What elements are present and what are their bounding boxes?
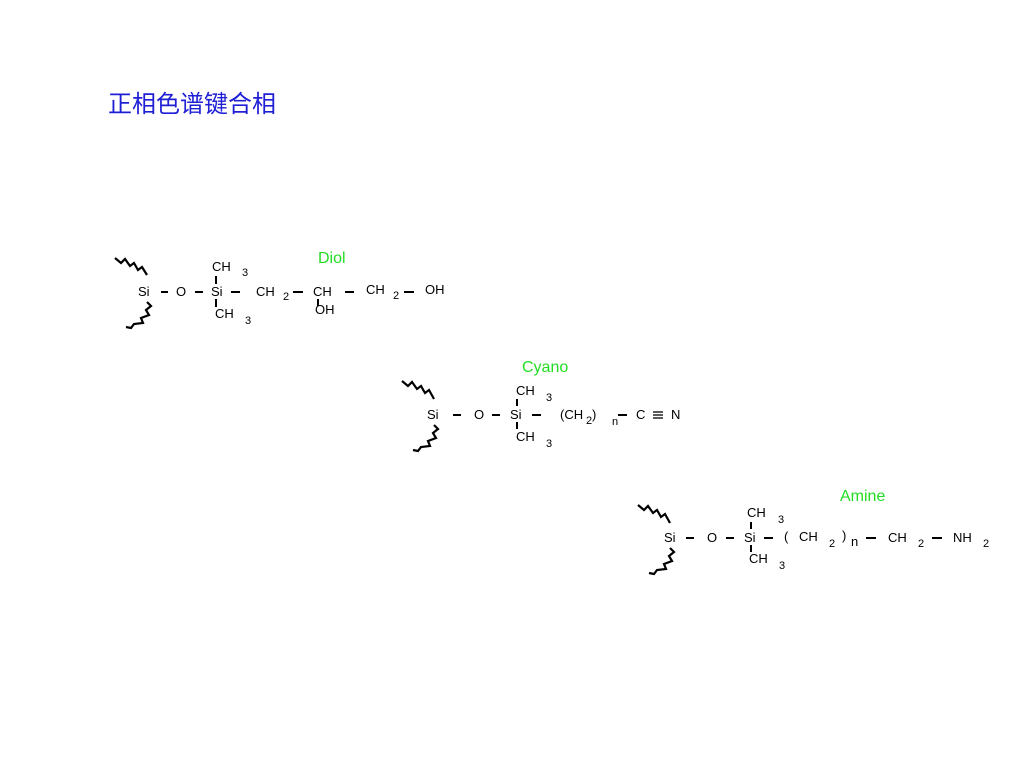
amine-paren-open: (: [784, 529, 789, 544]
amine-n-sub: n: [851, 534, 858, 549]
amine-ch2: CH: [888, 530, 907, 545]
amine-ch3-bottom: CH: [749, 551, 768, 566]
amine-ch2-group: CH: [799, 529, 818, 544]
cyano-ch2-group: (CH: [560, 407, 583, 422]
amine-ch2-sub: 2: [918, 538, 924, 550]
cyano-label: Cyano: [522, 359, 568, 376]
cyano-ch3-top-sub: 3: [546, 392, 552, 404]
amine-ch3-top: CH: [747, 505, 766, 520]
amine-ch3-bottom-sub: 3: [779, 560, 785, 572]
diol-oh-end: OH: [425, 282, 445, 297]
cyano-ch3-bottom-sub: 3: [546, 438, 552, 450]
diol-ch3-bottom-sub: 3: [245, 315, 251, 327]
cyano-ch2-sub: 2: [586, 415, 592, 427]
diol-surface-wave: [114, 257, 153, 330]
cyano-ch3-bottom: CH: [516, 429, 535, 444]
diol-ch: CH: [313, 284, 332, 299]
amine-structure: Amine Si O Si CH 3 CH 3 ( CH 2 ) n CH 2 …: [637, 488, 989, 576]
amine-si: Si: [744, 530, 756, 545]
amine-ch3-top-sub: 3: [778, 514, 784, 526]
diol-ch3-top: CH: [212, 259, 231, 274]
diol-ch3-bottom: CH: [215, 306, 234, 321]
diol-oh-branch: OH: [315, 302, 335, 317]
amine-surface-wave: [637, 504, 676, 576]
diol-label: Diol: [318, 250, 346, 267]
cyano-ch3-top: CH: [516, 383, 535, 398]
diol-ch2-a: CH: [256, 284, 275, 299]
cyano-structure: Cyano Si O Si CH 3 CH 3 (CH 2 ) n C N: [401, 359, 680, 453]
cyano-surface-si: Si: [427, 407, 439, 422]
diol-structure: Diol Si O Si CH 3 CH 3 CH 2 CH OH CH 2 O…: [114, 250, 445, 330]
diol-ch2-a-sub: 2: [283, 291, 289, 303]
amine-paren-close: ): [842, 528, 846, 543]
amine-ch2-group-sub: 2: [829, 538, 835, 550]
cyano-c: C: [636, 407, 645, 422]
amine-nh-sub: 2: [983, 538, 989, 550]
amine-label: Amine: [840, 488, 885, 505]
cyano-surface-wave: [401, 380, 440, 453]
diol-ch3-top-sub: 3: [242, 267, 248, 279]
cyano-o: O: [474, 407, 484, 422]
amine-o: O: [707, 530, 717, 545]
diol-o: O: [176, 284, 186, 299]
diol-surface-si: Si: [138, 284, 150, 299]
diol-ch2-b: CH: [366, 282, 385, 297]
diol-si: Si: [211, 284, 223, 299]
cyano-si: Si: [510, 407, 522, 422]
amine-nh: NH: [953, 530, 972, 545]
amine-surface-si: Si: [664, 530, 676, 545]
cyano-n-sub: n: [612, 416, 618, 428]
slide-title: 正相色谱键合相: [108, 90, 276, 118]
cyano-paren-close: ): [592, 407, 596, 422]
cyano-n: N: [671, 407, 680, 422]
diol-ch2-b-sub: 2: [393, 290, 399, 302]
